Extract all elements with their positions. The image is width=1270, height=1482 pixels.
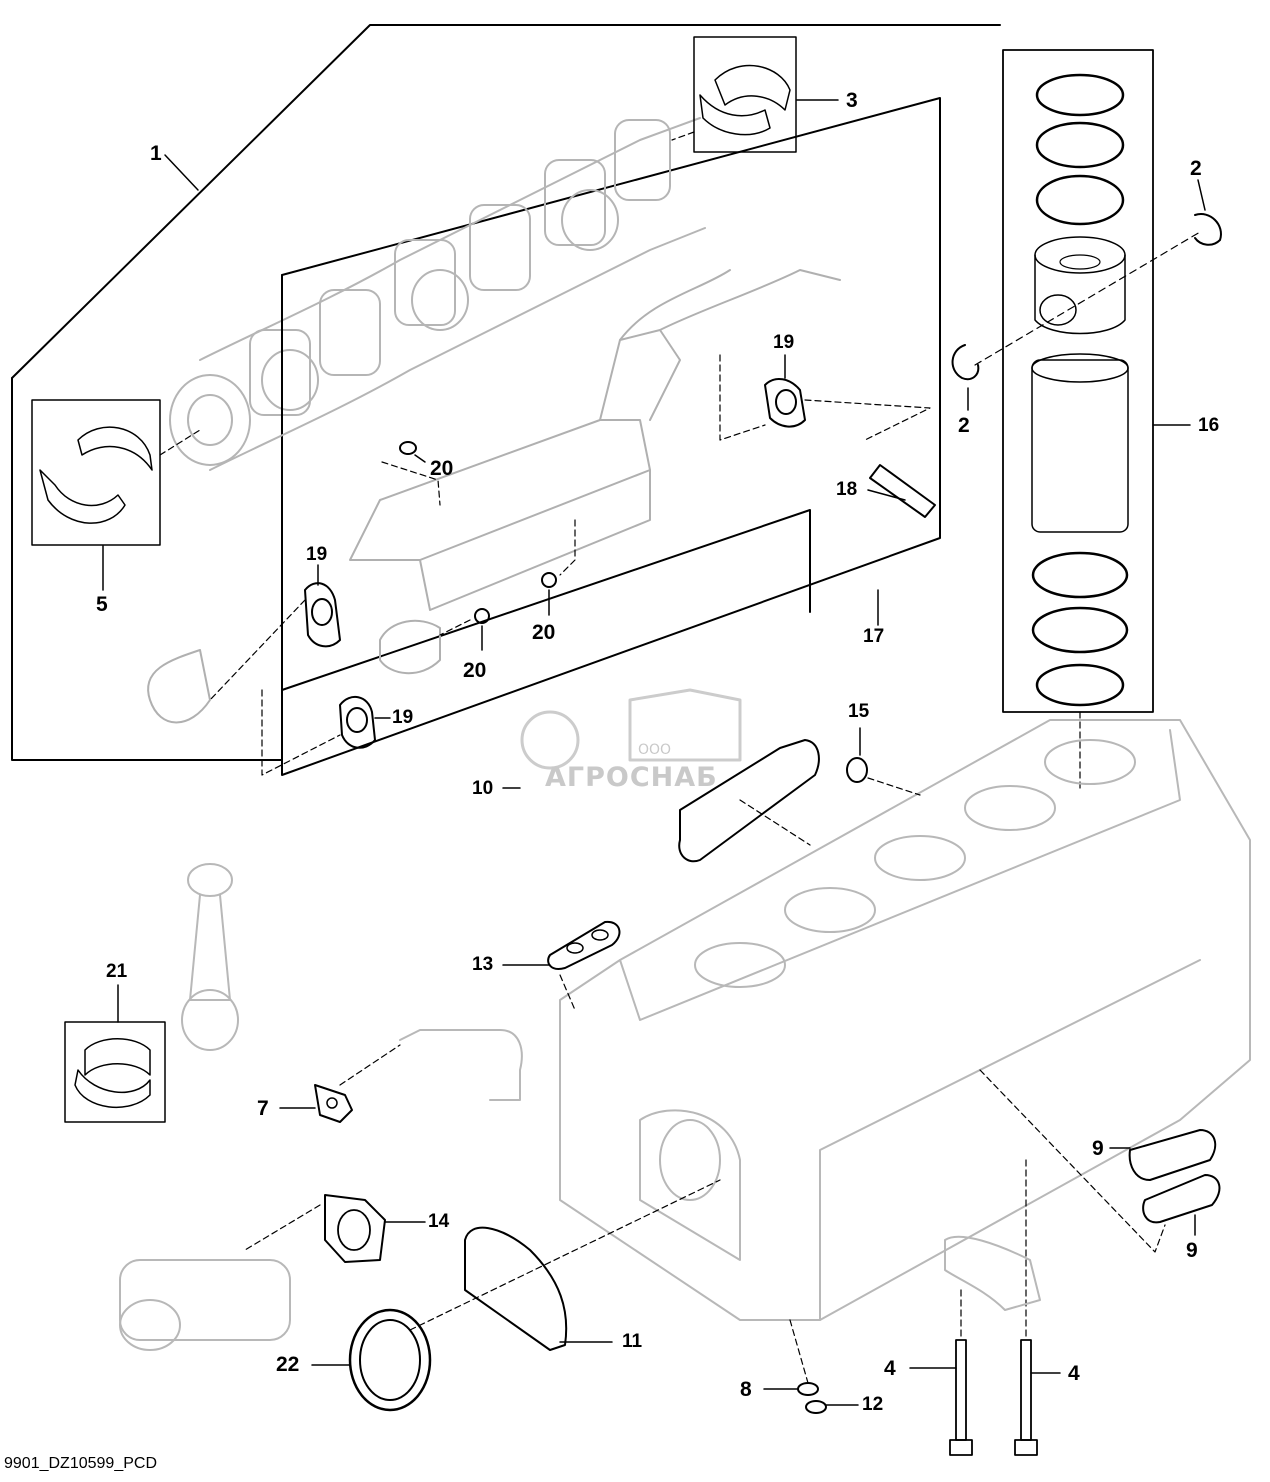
dash-10	[739, 799, 811, 846]
rod-bearing-box	[64, 1021, 166, 1123]
gasket-14	[324, 1194, 386, 1263]
callout-20-middle: 20	[532, 621, 556, 644]
egr-cooler-group-outline	[281, 274, 941, 776]
crankshaft-group-outline	[11, 24, 1001, 761]
callout-12: 12	[862, 1394, 884, 1415]
gasket-19-lower	[339, 696, 376, 749]
watermark-prefix: ООО	[638, 742, 672, 758]
callout-11: 11	[622, 1331, 643, 1352]
watermark-brand: АГРОСНАБ	[545, 762, 718, 793]
gasket-19-left	[304, 582, 341, 648]
callout-2-left: 2	[958, 414, 970, 437]
leader-5-dash	[159, 429, 201, 456]
callout-4-left: 4	[884, 1357, 896, 1380]
crankshaft	[169, 117, 706, 471]
tube-18	[869, 464, 936, 518]
dash-11	[409, 1179, 721, 1331]
gasket-9-top	[1128, 1129, 1217, 1181]
callout-10: 10	[472, 778, 494, 799]
leader-18	[867, 489, 906, 501]
oil-suction-pipe	[399, 1029, 523, 1101]
callout-19-left: 19	[306, 544, 328, 565]
dash-14	[244, 1204, 321, 1251]
seal-20-c	[474, 608, 490, 624]
cooler-dash-paths	[209, 354, 931, 776]
callout-19-top: 19	[773, 332, 795, 353]
callout-5: 5	[96, 593, 108, 616]
leader-2a	[1197, 179, 1206, 211]
dash-13	[559, 974, 576, 1011]
rear-seal-22	[348, 1308, 432, 1412]
callout-21: 21	[106, 961, 128, 982]
callout-4-right: 4	[1068, 1362, 1080, 1385]
dash-8	[789, 1319, 809, 1384]
gasket-7	[314, 1084, 353, 1123]
seal-20-a	[399, 441, 417, 455]
piston-liner-box	[1002, 49, 1154, 713]
callout-15: 15	[848, 701, 870, 722]
watermark-logo	[520, 688, 742, 770]
bolt-4-left	[949, 1339, 973, 1456]
callout-19-lower: 19	[392, 707, 414, 728]
starter-motor	[119, 1259, 291, 1351]
callout-8: 8	[740, 1378, 752, 1401]
callout-9-bottom: 9	[1186, 1239, 1198, 1262]
callout-9-top: 9	[1092, 1137, 1104, 1160]
callout-13: 13	[472, 954, 494, 975]
callout-17: 17	[863, 626, 885, 647]
connecting-rod	[181, 863, 239, 1051]
leader-1	[164, 154, 199, 191]
callout-7: 7	[257, 1097, 269, 1120]
washer-8	[797, 1382, 819, 1396]
callout-20-lower: 20	[463, 659, 487, 682]
main-bearing-box	[693, 36, 797, 153]
engine-block	[559, 719, 1251, 1321]
thrust-bearing-box	[31, 399, 161, 546]
seal-12	[805, 1400, 827, 1414]
gasket-9-bottom	[1142, 1174, 1221, 1224]
bolt-dash-paths	[960, 1159, 1027, 1341]
bolt-4-right	[1014, 1339, 1038, 1456]
seal-20-b	[541, 572, 557, 588]
egr-cooler	[147, 269, 841, 724]
gasket-19-top	[764, 378, 806, 428]
callout-20-top: 20	[430, 457, 454, 480]
callout-22: 22	[276, 1353, 300, 1376]
leader-20a	[414, 454, 426, 463]
dash-15	[867, 777, 921, 796]
dash-7	[339, 1044, 401, 1086]
leader-3-dash	[671, 131, 695, 141]
callout-1: 1	[150, 142, 162, 165]
circlip-left	[951, 344, 980, 381]
pin-axis	[974, 231, 1201, 366]
oring-15	[846, 757, 868, 783]
gasket-10	[678, 739, 820, 863]
gasket-11	[464, 1226, 568, 1351]
callout-16: 16	[1198, 415, 1220, 436]
circlip-right	[1194, 213, 1222, 246]
callout-14: 14	[428, 1211, 450, 1232]
callout-2-right: 2	[1190, 157, 1202, 180]
drawing-reference-code: 9901_DZ10599_PCD	[4, 1455, 157, 1472]
callout-3: 3	[846, 89, 858, 112]
bearing-cap	[944, 1235, 1041, 1311]
callout-18: 18	[836, 479, 858, 500]
dash-9	[979, 1069, 1166, 1253]
gasket-13	[547, 920, 621, 970]
